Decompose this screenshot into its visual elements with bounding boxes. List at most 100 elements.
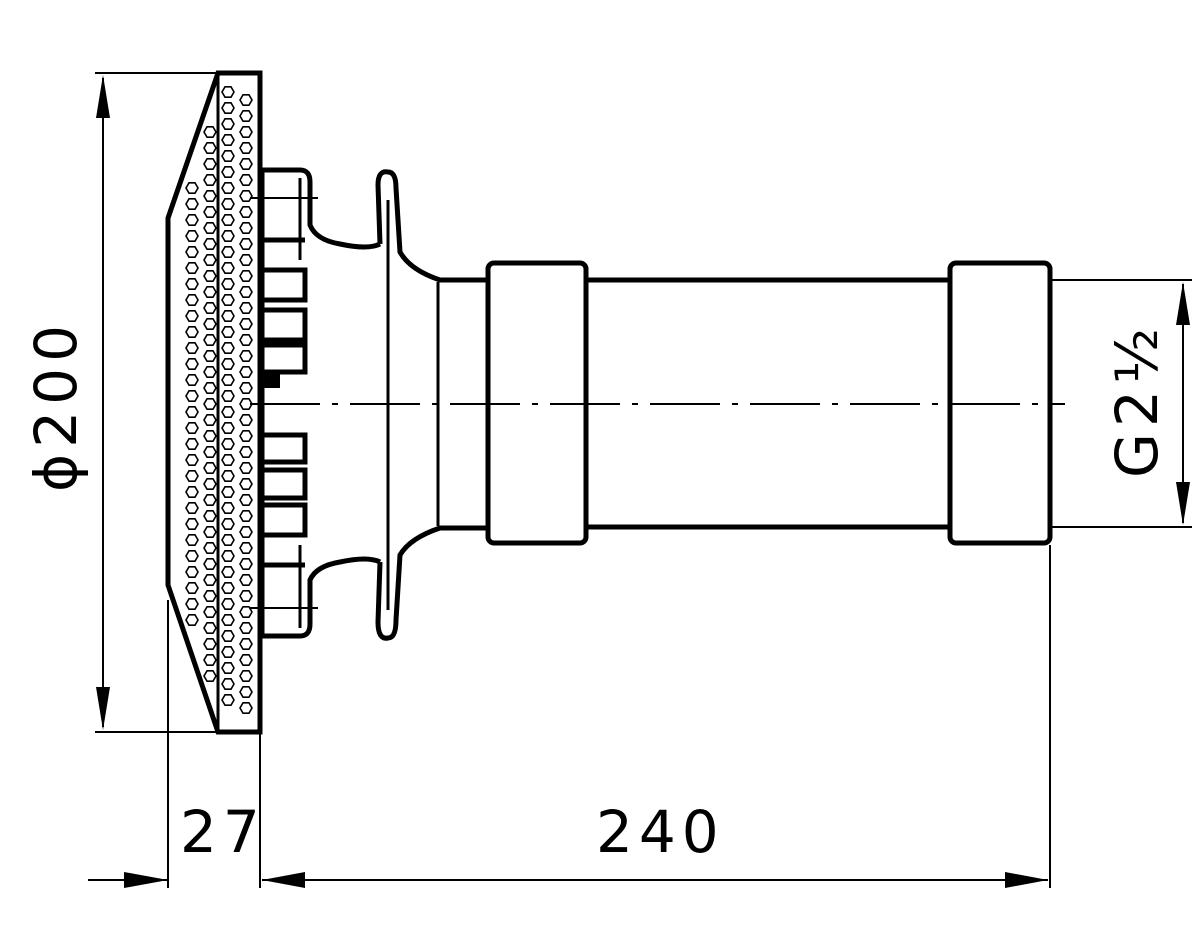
perforation-hole	[239, 222, 253, 234]
thread-label: G2½	[1103, 322, 1171, 478]
perforation-hole	[221, 102, 235, 114]
perforation-hole	[203, 477, 217, 491]
perforation-hole	[221, 118, 235, 130]
perforation-hole	[203, 589, 217, 603]
perforation-hole	[239, 493, 253, 507]
perforation-hole	[221, 134, 235, 146]
perforation-hole	[185, 517, 199, 531]
perforation-hole	[203, 461, 217, 475]
perforation-hole	[185, 485, 199, 499]
perforation-hole	[239, 110, 253, 122]
perforation-hole	[203, 605, 217, 619]
perforation-hole	[221, 389, 235, 403]
perforation-hole	[239, 541, 253, 555]
perforation-hole	[221, 693, 235, 707]
perforation-hole	[185, 533, 199, 547]
perforation-hole	[203, 557, 217, 571]
perforation-hole	[239, 461, 253, 475]
dimension-diameter: ϕ200	[22, 72, 262, 733]
perforation-hole	[203, 413, 217, 427]
perforation-hole	[203, 445, 217, 459]
perforation-hole	[239, 525, 253, 539]
perforation-hole	[221, 533, 235, 547]
perforation-hole	[185, 373, 199, 387]
perforation-hole	[203, 365, 217, 379]
perforation-hole	[239, 254, 253, 267]
perforation-hole	[239, 158, 253, 170]
perforation-hole	[203, 238, 217, 250]
perforation-hole	[239, 397, 253, 411]
perforation-hole	[221, 405, 235, 419]
perforation-hole	[239, 509, 253, 523]
perforation-hole	[221, 549, 235, 563]
body-length-label: 240	[596, 798, 725, 866]
perforation-hole	[221, 166, 235, 178]
perforation-hole	[221, 437, 235, 451]
perforation-hole	[221, 421, 235, 435]
perforation-hole	[185, 214, 199, 226]
perforation-hole	[203, 126, 217, 138]
perforation-hole	[203, 254, 217, 267]
perforation-hole	[221, 293, 235, 307]
perforation-hole	[203, 509, 217, 523]
diameter-label: ϕ200	[22, 319, 90, 492]
perforation-hole	[185, 309, 199, 323]
perforation-hole	[185, 453, 199, 467]
perforation-hole	[221, 214, 235, 226]
perforated-face-plate	[165, 70, 263, 735]
perforation-hole	[239, 269, 253, 283]
perforation-hole	[203, 174, 217, 186]
perforation-hole	[239, 174, 253, 186]
perforation-hole	[239, 621, 253, 635]
perforation-hole	[239, 126, 253, 138]
perforation-hole	[185, 230, 199, 242]
perforation-hole	[239, 381, 253, 395]
perforation-hole	[221, 469, 235, 483]
perforation-hole	[239, 301, 253, 315]
perforation-hole	[203, 669, 217, 683]
perforation-hole	[221, 597, 235, 611]
perforation-hole	[239, 413, 253, 427]
perforation-hole	[185, 597, 199, 611]
perforation-hole	[221, 629, 235, 643]
perforation-hole	[203, 285, 217, 299]
perforation-hole	[221, 246, 235, 259]
perforation-hole	[203, 142, 217, 154]
perforation-hole	[203, 397, 217, 411]
perforation-hole	[221, 485, 235, 499]
perforation-hole	[239, 317, 253, 331]
perforation-hole	[185, 198, 199, 210]
perforation-hole	[185, 277, 199, 291]
perforation-hole	[221, 373, 235, 387]
perforation-hole	[185, 437, 199, 451]
perforation-hole	[221, 261, 235, 275]
perforation-hole	[239, 685, 253, 699]
perforation-hole	[185, 565, 199, 579]
perforation-hole	[239, 285, 253, 299]
perforation-hole	[185, 357, 199, 371]
perforation-hole	[239, 238, 253, 250]
perforation-hole	[221, 198, 235, 210]
perforation-hole	[203, 637, 217, 651]
dimension-face-depth: 27	[88, 600, 266, 888]
perforation-hole	[185, 581, 199, 595]
perforation-hole	[203, 573, 217, 587]
perforation-hole	[203, 206, 217, 218]
perforation-hole	[239, 94, 253, 106]
face-depth-label: 27	[180, 798, 266, 866]
perforation-hole	[185, 501, 199, 515]
perforation-hole	[221, 230, 235, 242]
pipe-body	[586, 277, 950, 530]
perforation-hole	[239, 573, 253, 587]
perforation-hole	[221, 645, 235, 659]
perforation-hole	[185, 246, 199, 259]
perforation-hole	[239, 637, 253, 651]
perforation-hole	[239, 445, 253, 459]
perforation-hole	[185, 469, 199, 483]
perforation-hole	[239, 429, 253, 443]
perforation-hole	[203, 333, 217, 347]
perforation-hole	[203, 301, 217, 315]
perforation-hole	[185, 421, 199, 435]
perforation-hole	[203, 621, 217, 635]
